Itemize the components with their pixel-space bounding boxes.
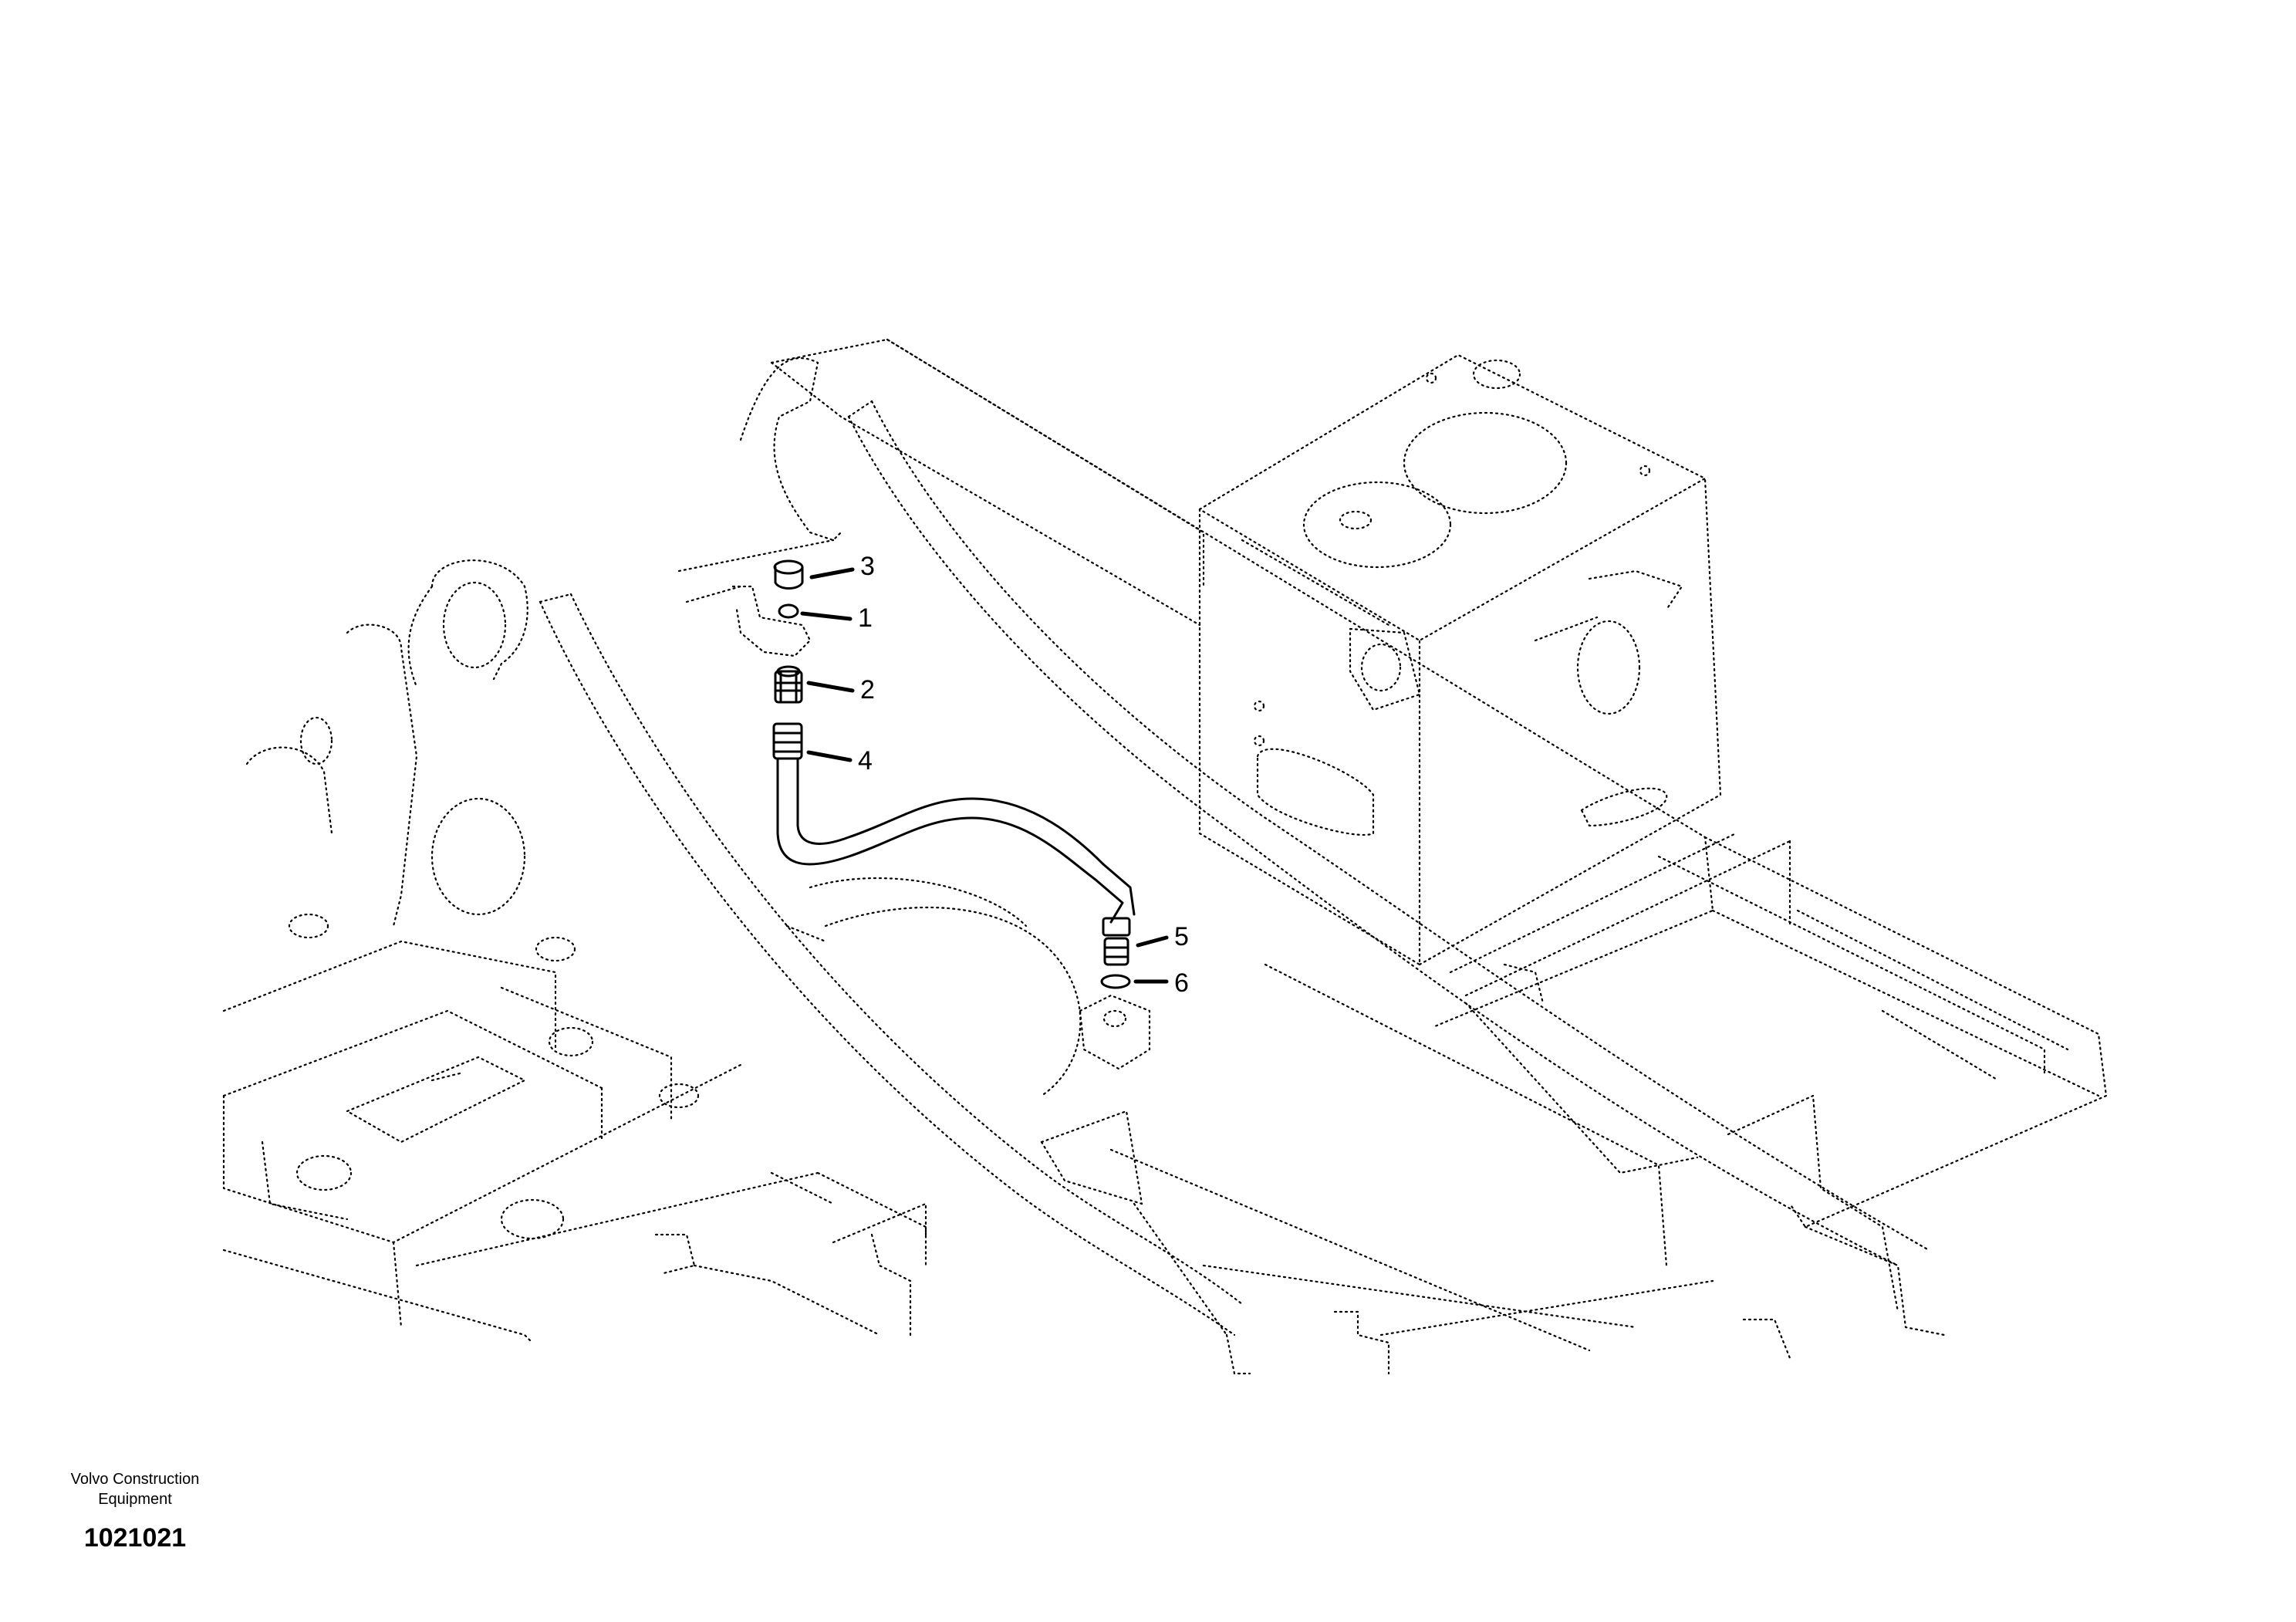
swing-ring bbox=[809, 877, 1082, 1097]
callouts: 3 1 2 4 5 6 bbox=[858, 552, 1189, 998]
brand-text: Volvo Construction Equipment bbox=[46, 1469, 224, 1509]
document-number: 1021021 bbox=[83, 1523, 187, 1553]
footer: Volvo Construction Equipment 1021021 bbox=[46, 1469, 224, 1553]
callout-1: 1 bbox=[858, 603, 873, 633]
part-3-plug bbox=[773, 559, 804, 590]
part-1-oring bbox=[778, 603, 799, 619]
part-6-oring bbox=[1100, 974, 1131, 989]
callout-2: 2 bbox=[860, 675, 875, 705]
callout-6: 6 bbox=[1174, 968, 1189, 998]
hydraulic-tank bbox=[1198, 353, 1722, 966]
curved-side-members bbox=[539, 400, 1930, 1336]
brand-line-2: Equipment bbox=[98, 1491, 172, 1508]
part-2-adapter bbox=[774, 665, 803, 704]
valve-block bbox=[1079, 994, 1151, 1070]
part-5-connector bbox=[1103, 937, 1129, 966]
callout-4: 4 bbox=[858, 746, 873, 776]
callout-5: 5 bbox=[1174, 922, 1189, 951]
brand-line-1: Volvo Construction bbox=[70, 1471, 200, 1488]
callout-3: 3 bbox=[860, 552, 875, 581]
chassis-frame bbox=[770, 338, 2108, 1375]
boom-mount bbox=[222, 357, 927, 1344]
mounting-bracket bbox=[677, 539, 835, 657]
part-4-hose bbox=[772, 722, 1136, 937]
leader-lines bbox=[800, 567, 1169, 984]
